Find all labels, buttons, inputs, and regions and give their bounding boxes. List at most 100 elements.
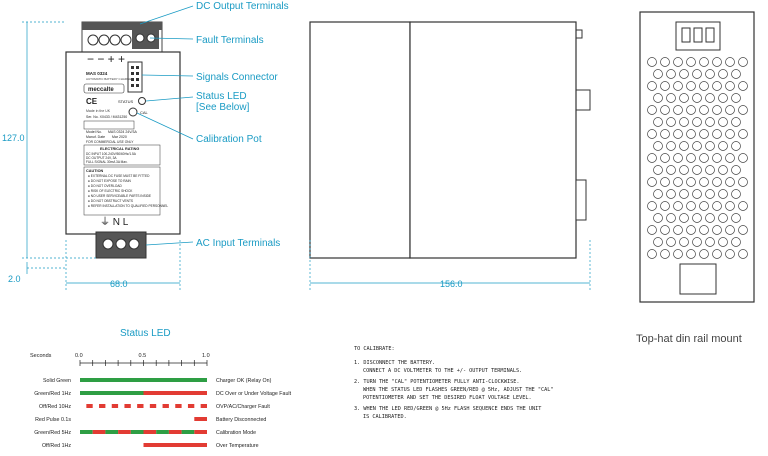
vent-hole: [686, 201, 696, 211]
vent-hole: [666, 141, 676, 151]
caution-rows: ● EXTERNAL DC FUSE MUST BE FITTED ● DO NO…: [88, 174, 168, 208]
vent-hole: [718, 69, 728, 79]
led-red-segment: [111, 404, 119, 408]
vent-hole: [705, 117, 715, 127]
vent-hole: [673, 81, 683, 91]
vent-hole: [679, 117, 689, 127]
vent-hole: [647, 129, 657, 139]
vent-hole: [738, 225, 748, 235]
vent-hole: [686, 81, 696, 91]
vent-hole: [653, 213, 663, 223]
vent-hole: [699, 201, 709, 211]
led-pattern-name: Solid Green: [43, 378, 71, 384]
rating-row: DC OUTPUT 24V, 3A: [86, 156, 117, 160]
vent-hole: [712, 225, 722, 235]
vent-hole: [653, 117, 663, 127]
rating-row: FULL SIGNAL 30mA 3A Max.: [86, 160, 128, 164]
vent-hole: [712, 105, 722, 115]
led-red-segment: [143, 391, 207, 395]
vent-hole: [699, 153, 709, 163]
serial-number: Ser. No. X0433 / M431250: [86, 115, 127, 119]
vent-hole: [647, 225, 657, 235]
vent-hole: [666, 213, 676, 223]
vent-hole: [686, 105, 696, 115]
calibration-pot-icon[interactable]: [128, 107, 138, 117]
vent-hole: [653, 69, 663, 79]
vent-hole: [731, 237, 741, 247]
vent-hole: [666, 117, 676, 127]
status-led-icon: [138, 97, 146, 105]
vent-hole: [660, 249, 670, 259]
model-name: MAS 0324: [86, 71, 108, 76]
vent-hole: [725, 153, 735, 163]
vent-hole: [699, 225, 709, 235]
calibrate-step: POTENTIOMETER AND SET THE DESIRED FLOAT …: [363, 395, 532, 401]
vent-hole: [725, 57, 735, 67]
calibrate-step: CONNECT A DC VOLTMETER TO THE +/- OUTPUT…: [363, 368, 522, 374]
caution-row: ● RISK OF ELECTRIC SHOCK: [88, 189, 133, 193]
calibrate-steps: 1. DISCONNECT THE BATTERY.CONNECT A DC V…: [354, 360, 554, 420]
vent-hole: [718, 213, 728, 223]
top-view: [639, 11, 755, 303]
vent-hole: [666, 93, 676, 103]
vent-hole: [660, 201, 670, 211]
vent-hole: [660, 129, 670, 139]
caution-row: ● NO USER SERVICEABLE PARTS INSIDE: [88, 194, 151, 198]
vent-hole: [718, 141, 728, 151]
vent-hole: [712, 177, 722, 187]
calibrate-step: 3. WHEN THE LED RED/GREEN @ 5Hz FLASH SE…: [354, 406, 541, 412]
vent-hole: [738, 105, 748, 115]
vent-hole: [705, 165, 715, 175]
vent-hole: [660, 81, 670, 91]
vent-hole: [653, 189, 663, 199]
vent-hole: [731, 213, 741, 223]
vent-hole: [731, 189, 741, 199]
vent-hole: [686, 249, 696, 259]
vent-hole: [673, 249, 683, 259]
vent-hole: [725, 105, 735, 115]
vent-hole: [679, 93, 689, 103]
callout-dc-output: DC Output Terminals: [196, 1, 289, 12]
led-green-segment: [80, 391, 144, 395]
vent-hole: [718, 189, 728, 199]
led-red-segment: [143, 443, 207, 447]
ventilation-holes: [647, 57, 748, 259]
vent-hole: [705, 93, 715, 103]
vent-hole: [666, 69, 676, 79]
vent-hole: [660, 177, 670, 187]
led-pattern-name: Green/Red 1Hz: [34, 391, 71, 397]
vent-hole: [673, 153, 683, 163]
brand-logo: meccalte: [88, 87, 114, 93]
vent-hole: [712, 81, 722, 91]
vent-hole: [738, 57, 748, 67]
vent-hole: [705, 213, 715, 223]
vent-hole: [679, 213, 689, 223]
vent-hole: [705, 141, 715, 151]
led-red-segment: [168, 430, 182, 434]
led-pattern-name: Off/Red 1Hz: [42, 443, 71, 449]
led-red-segment: [149, 404, 157, 408]
vent-hole: [679, 69, 689, 79]
status-label: STATUS: [118, 99, 134, 104]
caution-title: CAUTION: [86, 169, 104, 173]
vent-hole: [660, 153, 670, 163]
status-led-title: Status LED: [120, 328, 171, 339]
vent-hole: [686, 225, 696, 235]
commercial-notice: FOR COMMERCIAL USE ONLY: [86, 140, 134, 144]
led-red-segment: [162, 404, 169, 408]
led-green-segment: [156, 430, 169, 434]
vent-hole: [666, 165, 676, 175]
vent-hole: [660, 225, 670, 235]
vent-hole: [653, 141, 663, 151]
led-pattern-name: Red Pulse 0.1s: [35, 417, 71, 423]
caution-row: ● DO NOT OBSTRUCT VENTS: [88, 199, 133, 203]
seconds-tick-label: 0.0: [75, 353, 83, 359]
vent-hole: [718, 237, 728, 247]
cal-label: CAL: [140, 110, 149, 115]
vent-hole: [699, 105, 709, 115]
caution-row: ● EXTERNAL DC FUSE MUST BE FITTED: [88, 174, 150, 178]
vent-hole: [692, 237, 702, 247]
rating-row: DC INPUT 100-240V/50/60Hz/1.5A: [86, 152, 137, 156]
vent-hole: [673, 129, 683, 139]
